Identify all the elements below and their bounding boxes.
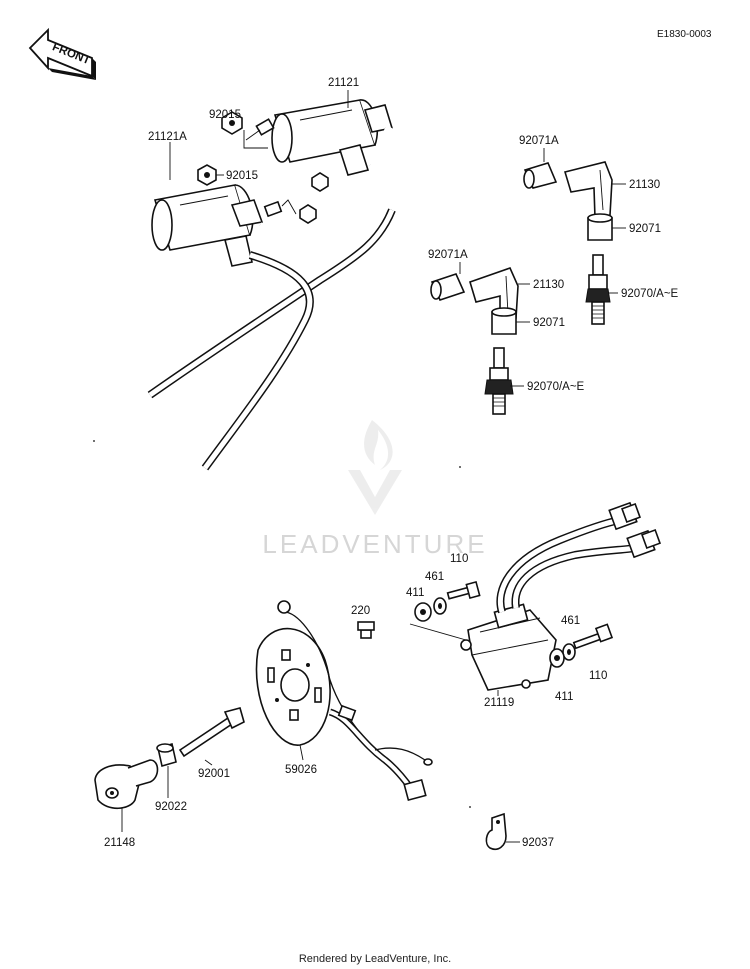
- label-92022: 92022: [155, 801, 187, 813]
- cap-92071a-lower: [430, 273, 466, 301]
- seal-92071-upper: [587, 213, 613, 241]
- spark-plug-92070-upper: [585, 254, 611, 325]
- watermark-text: LEADVENTURE: [262, 529, 487, 559]
- bolt-upper-coil: [245, 118, 275, 141]
- leader-92001: [204, 759, 213, 766]
- washer-461-upper: [433, 597, 447, 615]
- ignition-coil-upper: [271, 99, 394, 176]
- washer-461-lower: [562, 643, 576, 661]
- dot-mark: [93, 440, 95, 442]
- footer-credit: Rendered by LeadVenture, Inc.: [299, 953, 451, 965]
- washer-411-lower: [549, 648, 565, 668]
- igniter-21119: [460, 603, 557, 691]
- label-461-upper: 461: [425, 571, 444, 583]
- label-21130-upper: 21130: [629, 179, 660, 191]
- ignition-coil-lower: [151, 184, 264, 267]
- label-110-lower: 110: [589, 670, 607, 682]
- label-92071a-upper: 92071A: [519, 135, 559, 147]
- spacer-92022: [156, 742, 177, 768]
- label-21130-lower: 21130: [533, 279, 564, 291]
- front-arrow: [28, 27, 96, 80]
- label-92071a-lower: 92071A: [428, 249, 468, 261]
- label-21121a: 21121A: [148, 131, 187, 143]
- timing-rotor-21148: [94, 759, 159, 810]
- cap-92071a-upper: [523, 162, 558, 189]
- label-92037: 92037: [522, 837, 554, 849]
- bolt-110-upper: [446, 580, 481, 600]
- diagram-code: E1830-0003: [657, 29, 712, 40]
- label-411-upper: 411: [406, 587, 424, 599]
- label-21121: 21121: [328, 77, 359, 89]
- label-92070-upper: 92070/A~E: [621, 288, 679, 300]
- pickup-wires: [277, 600, 433, 802]
- label-59026: 59026: [285, 764, 317, 776]
- washer-411-upper: [414, 602, 432, 622]
- nut-upper-coil-right: [311, 172, 329, 192]
- label-92070-lower: 92070/A~E: [527, 381, 585, 393]
- dot-mark: [459, 466, 461, 468]
- label-92071-lower: 92071: [533, 317, 565, 329]
- label-92071-upper: 92071: [629, 223, 661, 235]
- label-92015-lower: 92015: [226, 170, 258, 182]
- label-110-upper: 110: [450, 553, 468, 565]
- leader-59026: [299, 744, 304, 761]
- watermark-logo: [348, 420, 402, 515]
- label-92015-upper: 92015: [209, 109, 241, 121]
- label-21119: 21119: [484, 697, 514, 709]
- pickup-plate-59026: [255, 627, 331, 746]
- label-461-lower: 461: [561, 615, 580, 627]
- nut-92015-upper: [221, 111, 243, 135]
- nut-92015-lower: [197, 164, 217, 186]
- clamp-92037: [485, 812, 507, 851]
- leader-92015-upper: [243, 130, 268, 149]
- screw-220: [357, 621, 375, 639]
- bolt-lower-coil: [263, 199, 317, 224]
- spark-plug-92070-lower: [484, 347, 514, 415]
- label-21148: 21148: [104, 837, 135, 849]
- dot-mark: [469, 806, 471, 808]
- bolt-110-lower: [572, 623, 614, 650]
- leader-lines-upper: [169, 90, 626, 387]
- label-92001: 92001: [198, 768, 230, 780]
- seal-92071-lower: [491, 307, 517, 335]
- bolt-92001: [178, 707, 245, 758]
- igniter-wires: [496, 516, 636, 614]
- plug-cap-21130-upper: [563, 161, 613, 219]
- igniter-connector-lower: [626, 529, 661, 559]
- label-220: 220: [351, 605, 370, 617]
- ht-lead-wires: [147, 125, 526, 471]
- igniter-connector-upper: [608, 501, 641, 531]
- label-411-lower: 411: [555, 691, 573, 703]
- leader-washer-igniter: [409, 623, 467, 641]
